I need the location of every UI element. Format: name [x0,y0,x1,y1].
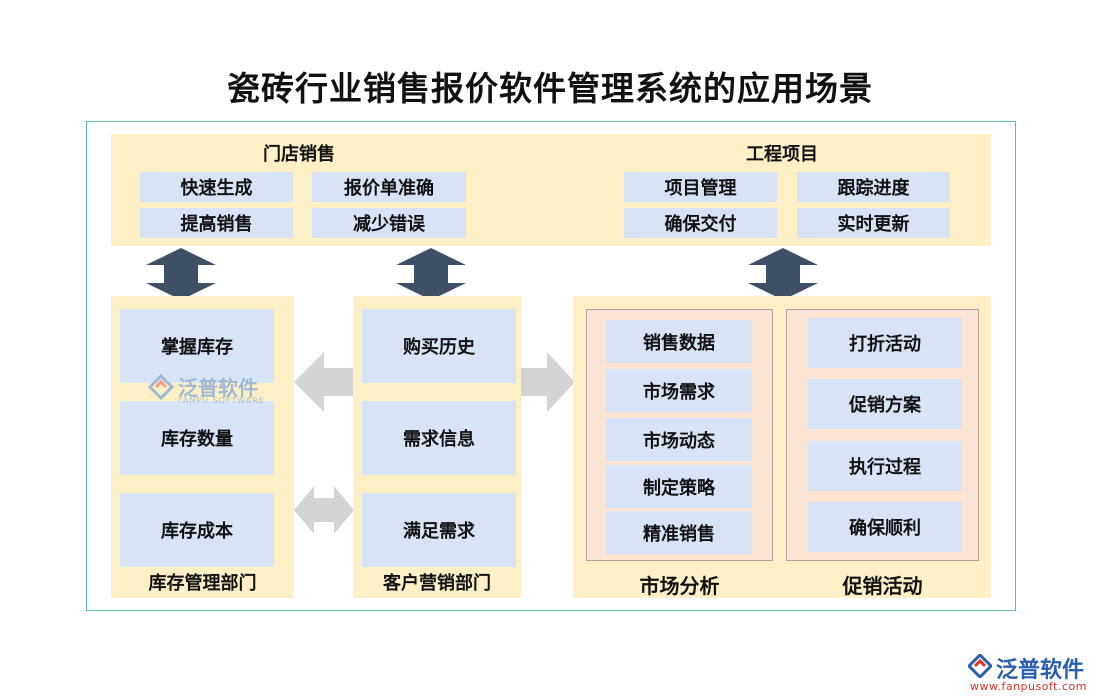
project-item: 项目管理 [624,172,777,202]
inventory-footer: 库存管理部门 [148,573,257,594]
store-item: 减少错误 [312,208,466,238]
arrow-right [521,352,575,412]
market-item: 市场需求 [606,369,752,412]
store-item: 报价单准确 [312,172,466,202]
project-item: 实时更新 [797,208,950,238]
customer-item: 需求信息 [362,401,516,475]
customer-footer: 客户营销部门 [383,573,491,594]
diagram-frame [86,121,1016,611]
store-sales-heading: 门店销售 [263,144,335,165]
promo-item: 促销方案 [808,379,962,429]
market-item: 销售数据 [606,320,752,363]
project-item: 确保交付 [624,208,777,238]
promo-footer: 促销活动 [842,574,923,598]
logo-name: 泛普软件 [996,658,1085,683]
market-item: 精准销售 [606,511,752,554]
fanpu-logo-icon [968,654,992,678]
inventory-item: 库存成本 [120,493,274,567]
double-arrow-horizontal [294,486,354,534]
fanpu-logo-icon [148,374,174,400]
project-item: 跟踪进度 [797,172,950,202]
market-item: 制定策略 [606,465,752,508]
store-item: 快速生成 [140,172,293,202]
promo-item: 执行过程 [808,441,962,491]
market-footer: 市场分析 [639,574,720,598]
watermark-name: 泛普软件 [178,376,258,400]
store-item: 提高销售 [140,208,293,238]
page-title: 瓷砖行业销售报价软件管理系统的应用场景 [227,69,873,108]
project-heading: 工程项目 [746,144,818,165]
double-arrow-vertical [146,248,216,300]
customer-item: 购买历史 [362,309,516,383]
promo-item: 确保顺利 [808,502,962,552]
inventory-item: 库存数量 [120,401,274,475]
customer-item: 满足需求 [362,493,516,567]
watermark: 泛普软件 FANPU SOFTWARE [148,372,268,408]
logo-url: www.fanpusoft.com [970,680,1087,693]
watermark-sub: FANPU SOFTWARE [178,396,265,405]
double-arrow-vertical [748,248,818,300]
promo-item: 打折活动 [808,318,962,368]
brand-logo: 泛普软件 www.fanpusoft.com [968,652,1093,694]
market-item: 市场动态 [606,418,752,461]
arrow-left [294,352,354,412]
double-arrow-vertical [396,248,466,300]
inventory-item: 掌握库存 [120,309,274,383]
